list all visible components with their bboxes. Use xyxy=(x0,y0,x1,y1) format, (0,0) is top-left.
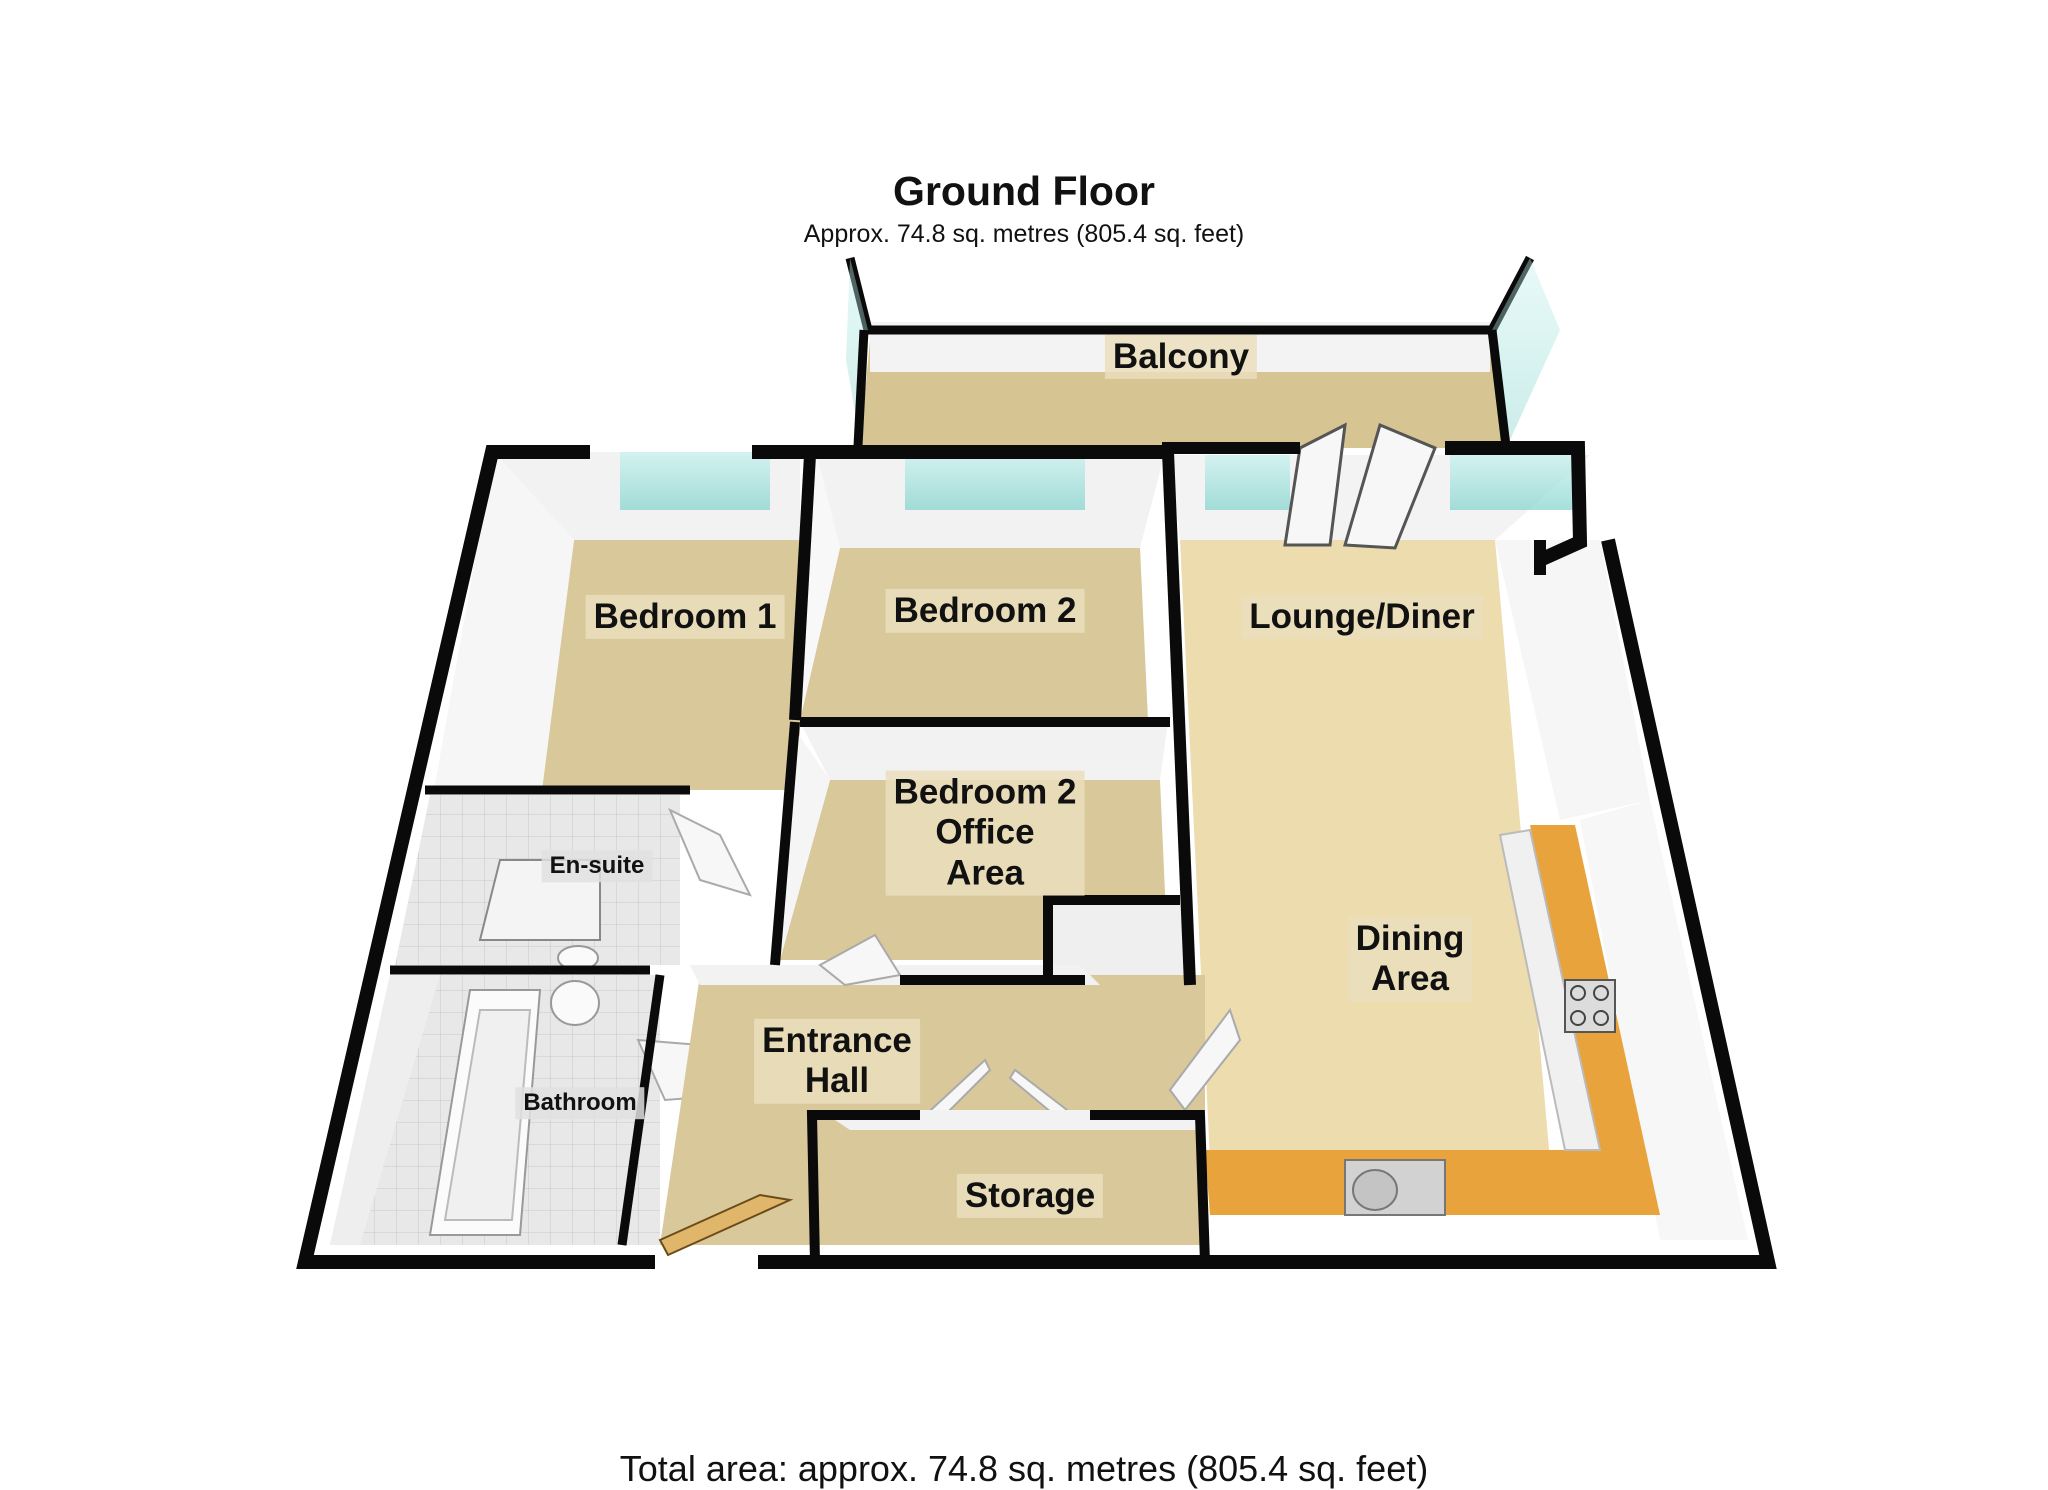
bathtub-icon xyxy=(428,989,542,1236)
bathroom-left-wall xyxy=(330,975,440,1245)
wall-storage xyxy=(806,1110,920,1263)
sink-icon xyxy=(1344,1159,1446,1216)
en-suite xyxy=(395,795,752,971)
kitchen-units xyxy=(1498,828,1602,1151)
total-area: Total area: approx. 74.8 sq. metres (805… xyxy=(619,1448,1429,1489)
front-door[interactable] xyxy=(658,1193,794,1257)
office-back-wall xyxy=(800,722,1168,780)
bedroom-1 xyxy=(434,452,800,790)
room-label-office-area: Bedroom 2 Office Area xyxy=(885,770,1085,896)
lounge-right-wall xyxy=(1495,540,1650,820)
floor-area: Approx. 74.8 sq. metres (805.4 sq. feet) xyxy=(803,220,1245,248)
wall-left-outer xyxy=(296,445,655,1269)
room-label-bedroom-1: Bedroom 1 xyxy=(585,594,785,640)
room-label-bedroom-2: Bedroom 2 xyxy=(885,588,1085,634)
wall-bedroom2-right xyxy=(1162,451,1196,986)
balcony-railing xyxy=(845,255,1534,335)
bedroom-1-floor xyxy=(542,540,800,790)
walls xyxy=(296,441,1777,1269)
lounge-window-right xyxy=(1450,455,1580,510)
balcony xyxy=(845,255,1560,448)
bedroom-2-window xyxy=(905,452,1085,510)
hob-icon xyxy=(1564,979,1616,1033)
room-label-bathroom: Bathroom xyxy=(515,1087,645,1119)
balcony-glass-right xyxy=(1492,258,1560,440)
ensuite-door[interactable] xyxy=(668,807,752,897)
room-label-en-suite: En-suite xyxy=(541,850,653,882)
wall-storage-right xyxy=(1090,1110,1210,1263)
room-label-dining-area: Dining Area xyxy=(1347,916,1473,1002)
wall-bottom-right xyxy=(758,538,1777,1269)
room-label-entrance-hall: Entrance Hall xyxy=(754,1018,920,1104)
lounge-floor xyxy=(1180,540,1550,1160)
room-label-lounge-diner: Lounge/Diner xyxy=(1241,594,1483,640)
kitchen xyxy=(1205,800,1748,1240)
balcony-side-right xyxy=(1487,329,1511,447)
bedroom-1-window xyxy=(620,452,770,510)
lounge-diner xyxy=(1170,422,1650,1160)
bedroom-2 xyxy=(800,452,1165,720)
wall-top-right xyxy=(1445,441,1588,567)
lounge-door[interactable] xyxy=(1168,1007,1242,1112)
wall-bedroom1-right xyxy=(789,454,816,721)
bedroom-2-left-wall xyxy=(800,452,840,720)
wall-cupboard xyxy=(1043,895,1180,980)
basin-icon xyxy=(550,980,600,1026)
room-label-storage: Storage xyxy=(956,1173,1104,1219)
balcony-side-left xyxy=(853,329,869,447)
kitchen-right-wall xyxy=(1580,800,1748,1240)
wall-office-left xyxy=(770,721,800,966)
bedroom-2-floor xyxy=(800,548,1148,720)
balcony-door-right[interactable] xyxy=(1343,422,1437,550)
lounge-window-left xyxy=(1205,455,1290,510)
floor-title: Ground Floor xyxy=(893,168,1155,214)
room-label-balcony: Balcony xyxy=(1104,334,1258,380)
balcony-door-left[interactable] xyxy=(1283,422,1347,547)
bedroom-1-left-wall xyxy=(434,452,574,790)
storage-cupboard xyxy=(1050,900,1188,990)
